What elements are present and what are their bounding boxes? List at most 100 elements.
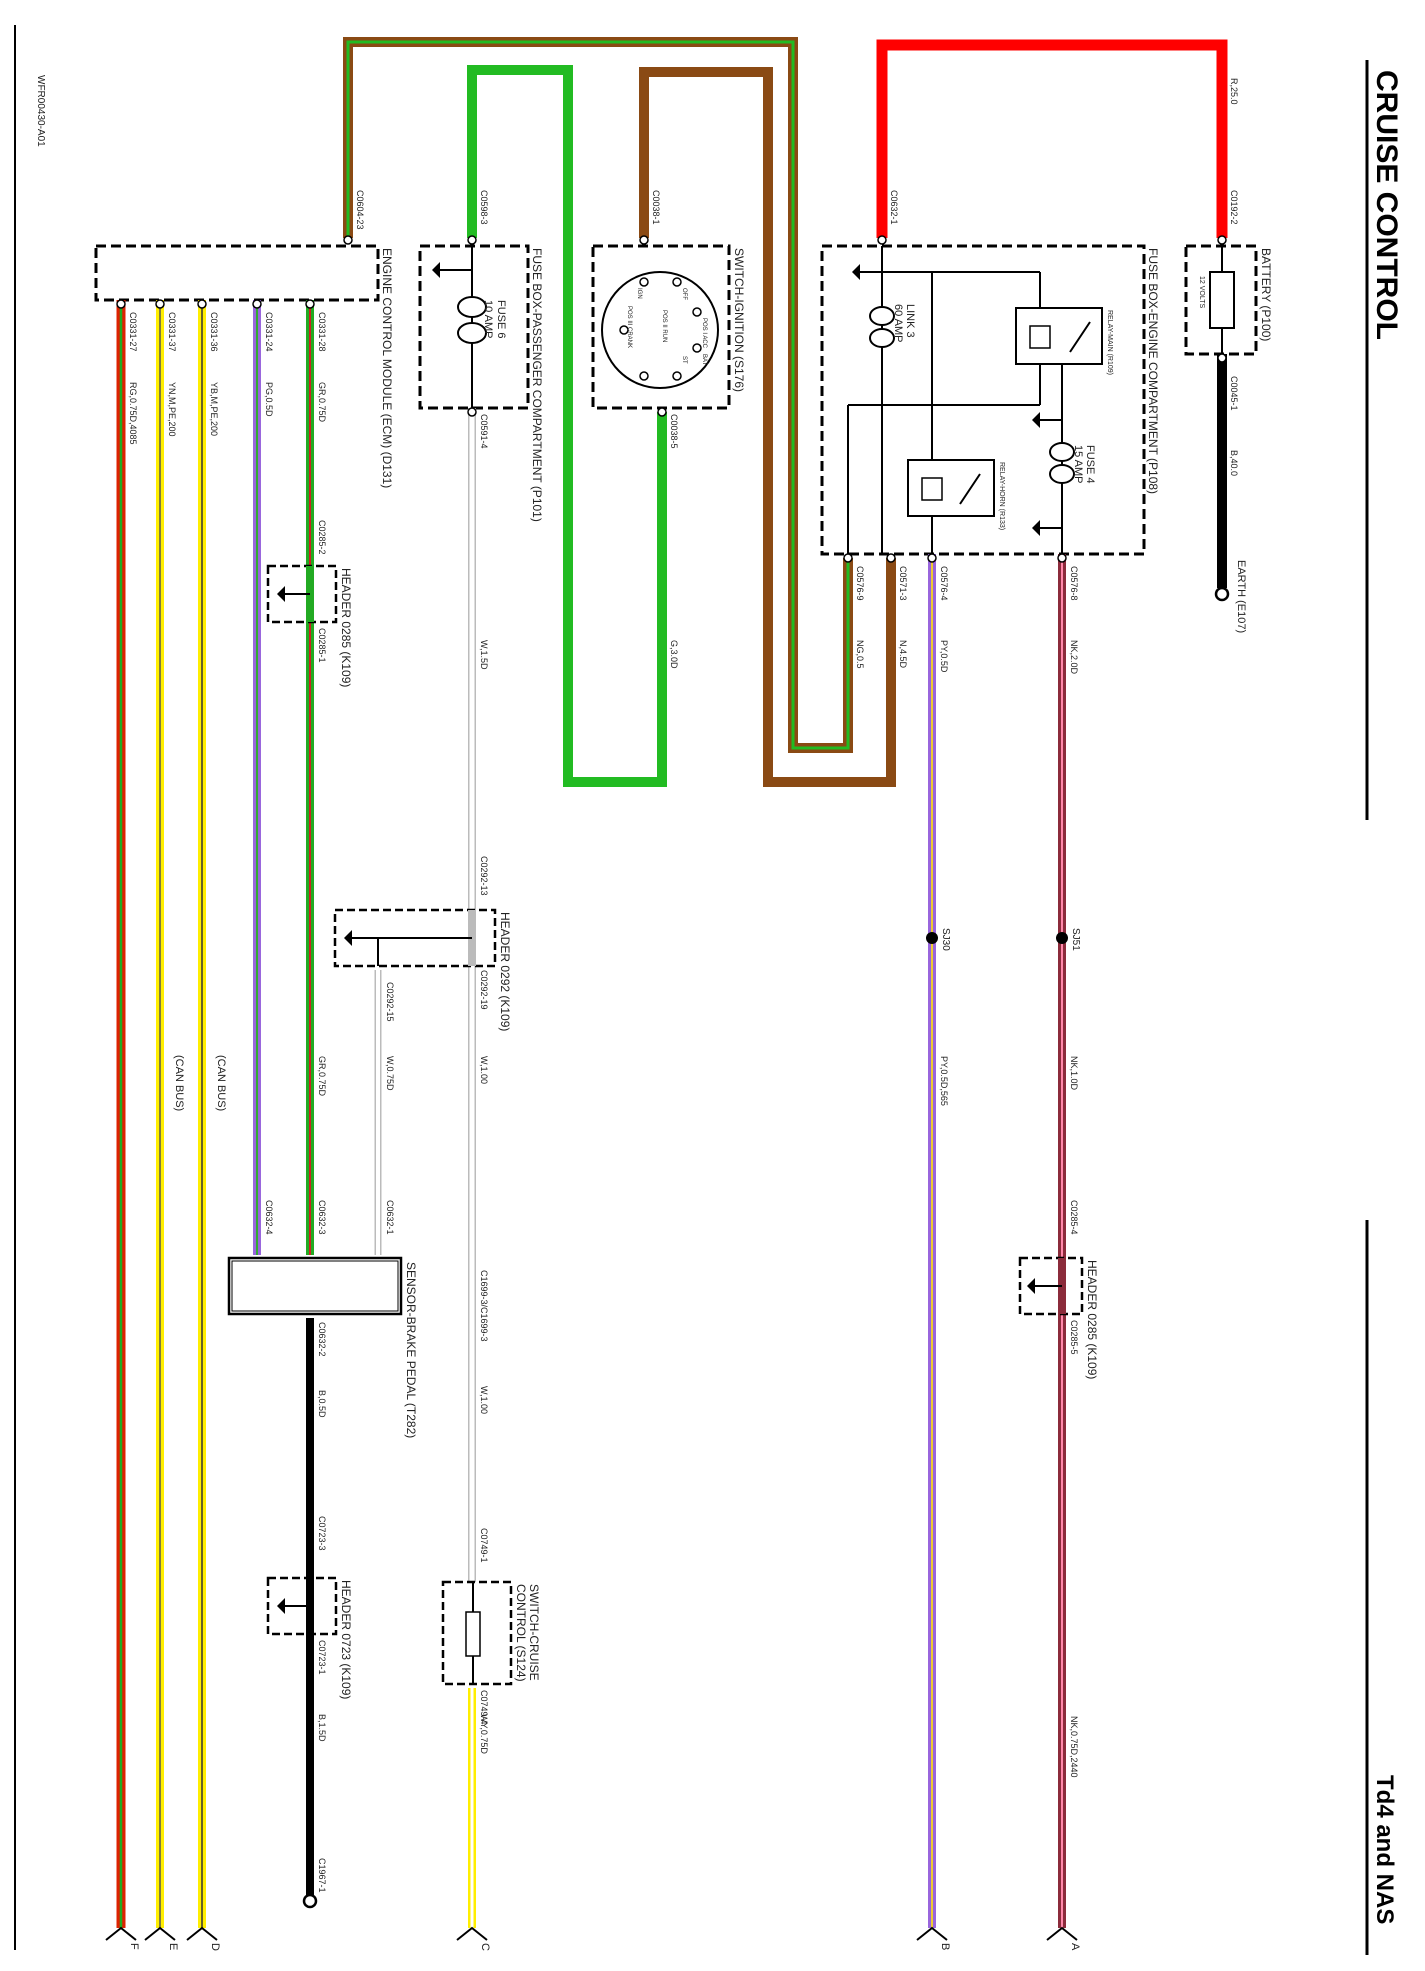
terminal-d-icon [186,1926,218,1941]
conn-c0331-24: C0331-24 [264,312,274,352]
conn-c1699-3: C1699-3/C1699-3 [479,1270,489,1342]
fuse6-pin-in [467,235,477,245]
ign-pos-6: ST [681,356,687,364]
ign-pos-1: POS I ACC [701,318,707,349]
ign-contact-7 [619,325,629,335]
relay-main [1015,307,1103,365]
brake-sensor-label: SENSOR-BRAKE PEDAL (T282) [404,1262,418,1438]
code-b05: B,0.5D [317,1390,327,1418]
code-w1a: W,1.00 [479,1056,489,1084]
conn-c0723-3: C0723-3 [317,1516,327,1551]
code-b40: B,40.0 [1229,450,1239,476]
conn-c0749-1: C0749-1 [479,1528,489,1563]
ign-contact-6 [639,371,649,381]
wire-brown-ignition [639,67,896,787]
terminal-d: D [209,1943,221,1951]
splice-sj30: SJ30 [940,928,951,951]
code-b15: B,1.5D [317,1714,327,1742]
ign-contact-4 [692,343,702,353]
ground-icon [302,1893,318,1909]
ecm-pin-23 [343,235,353,245]
brake-pedal-sensor [227,1256,403,1316]
relay-horn-contact-icon [959,473,981,505]
engine-fuse-pin-4 [927,553,937,563]
code-nk075: NK,0.75D,2440 [1069,1716,1079,1778]
conn-c0598-3: C0598-3 [479,190,489,225]
conn-c0723-1: C0723-1 [317,1640,327,1675]
ecm-pin-36 [197,299,207,309]
code-n4: N,4.5D [898,640,908,669]
code-g3: G,3.0D [669,640,679,669]
terminal-e-icon [144,1926,176,1941]
code-gr2: GR,0.75D [317,1056,327,1097]
ecm-pin-37 [155,299,165,309]
fuse6-rating: 10 AMP [482,300,494,339]
fuse4-icon [1049,442,1075,462]
fuse4-rating: 15 AMP [1072,445,1084,484]
conn-c0632-1b: C0632-1 [385,1200,395,1235]
link3-icon [869,306,895,326]
header-0285-b-arrow-icon [1027,1278,1035,1294]
terminal-f: F [128,1943,140,1950]
conn-c0576-4: C0576-4 [939,566,949,601]
conn-c0576-8: C0576-8 [1069,566,1079,601]
link3-name: LINK 3 [904,304,916,338]
header-0292-label: HEADER 0292 (K109) [498,912,512,1031]
conn-c1967-1: C1967-1 [317,1858,327,1893]
header-0285-a-arrow-icon [277,586,285,602]
earth-label: EARTH (E107) [1235,560,1247,633]
wire-green-fuse6 [467,65,667,787]
terminal-f-icon [105,1926,137,1941]
conn-c0331-27: C0331-27 [128,312,138,352]
code-py2: PY,0.5D,565 [939,1056,949,1106]
engine-fuse-pin-8 [1057,553,1067,563]
wire-red-battery [876,39,1228,238]
engine-fuse-pin-9 [843,553,853,563]
brake-pedal-sensor-inner [231,1260,399,1312]
conn-c0331-28: C0331-28 [317,312,327,352]
conn-c0632-2: C0632-2 [317,1322,327,1357]
conn-c0749-4: C0749-4 [479,1690,489,1725]
conn-c0292-19: C0292-19 [479,970,489,1010]
terminal-b: B [939,1943,951,1950]
terminal-a: A [1069,1943,1081,1951]
terminal-c-icon [456,1926,488,1941]
fuse4-icon-b [1049,464,1075,484]
battery-icon [1209,271,1235,329]
battery-pin-pos [1217,235,1227,245]
ecm-label: ENGINE CONTROL MODULE (ECM) (D131) [380,248,394,488]
conn-c0285-2: C0285-2 [317,520,327,555]
ecm-pin-28 [305,299,315,309]
fusebox-passenger-label: FUSE BOX-PASSENGER COMPARTMENT (P101) [530,248,544,522]
splice-sj51: SJ51 [1070,928,1081,951]
splice-sj30-icon [926,932,938,944]
ign-pos-3: POS III CRANK [626,306,632,348]
code-pg: PG,0.5D [264,382,274,417]
battery-pin-neg [1217,353,1227,363]
ecm-pin-24 [252,299,262,309]
fusebox-passenger-arrow-icon [432,262,440,278]
cruise-switch-label-1: SWITCH-CRUISE [527,1584,541,1681]
earth-icon [1214,586,1230,602]
conn-c0632-4: C0632-4 [264,1200,274,1235]
fuse6-pin-out [467,407,477,417]
code-w15: W,1.5D [479,640,489,670]
terminal-e: E [167,1943,179,1950]
code-w075: W,0.75D [385,1056,395,1091]
cruise-switch-box [441,1580,513,1686]
ign-contact-5 [672,371,682,381]
conn-c0632-3: C0632-3 [317,1200,327,1235]
wire-brown-green-ecm-tracer [346,40,850,750]
engine-fuse-pin-3 [886,553,896,563]
ign-pin-1 [639,235,649,245]
code-gr1: GR,0.75D [317,382,327,423]
conn-c0285-5: C0285-5 [1069,1320,1079,1355]
code-wy: WY,0.75D [479,1714,489,1754]
header-0723-arrow-icon [277,1598,285,1614]
page-title: CRUISE CONTROL [1370,70,1403,340]
ign-contact-2 [672,277,682,287]
figure-id: WFR00430-A01 [35,75,46,147]
conn-c0285-4: C0285-4 [1069,1200,1079,1235]
relay-horn [907,459,995,517]
ignition-switch-dial [601,271,719,389]
